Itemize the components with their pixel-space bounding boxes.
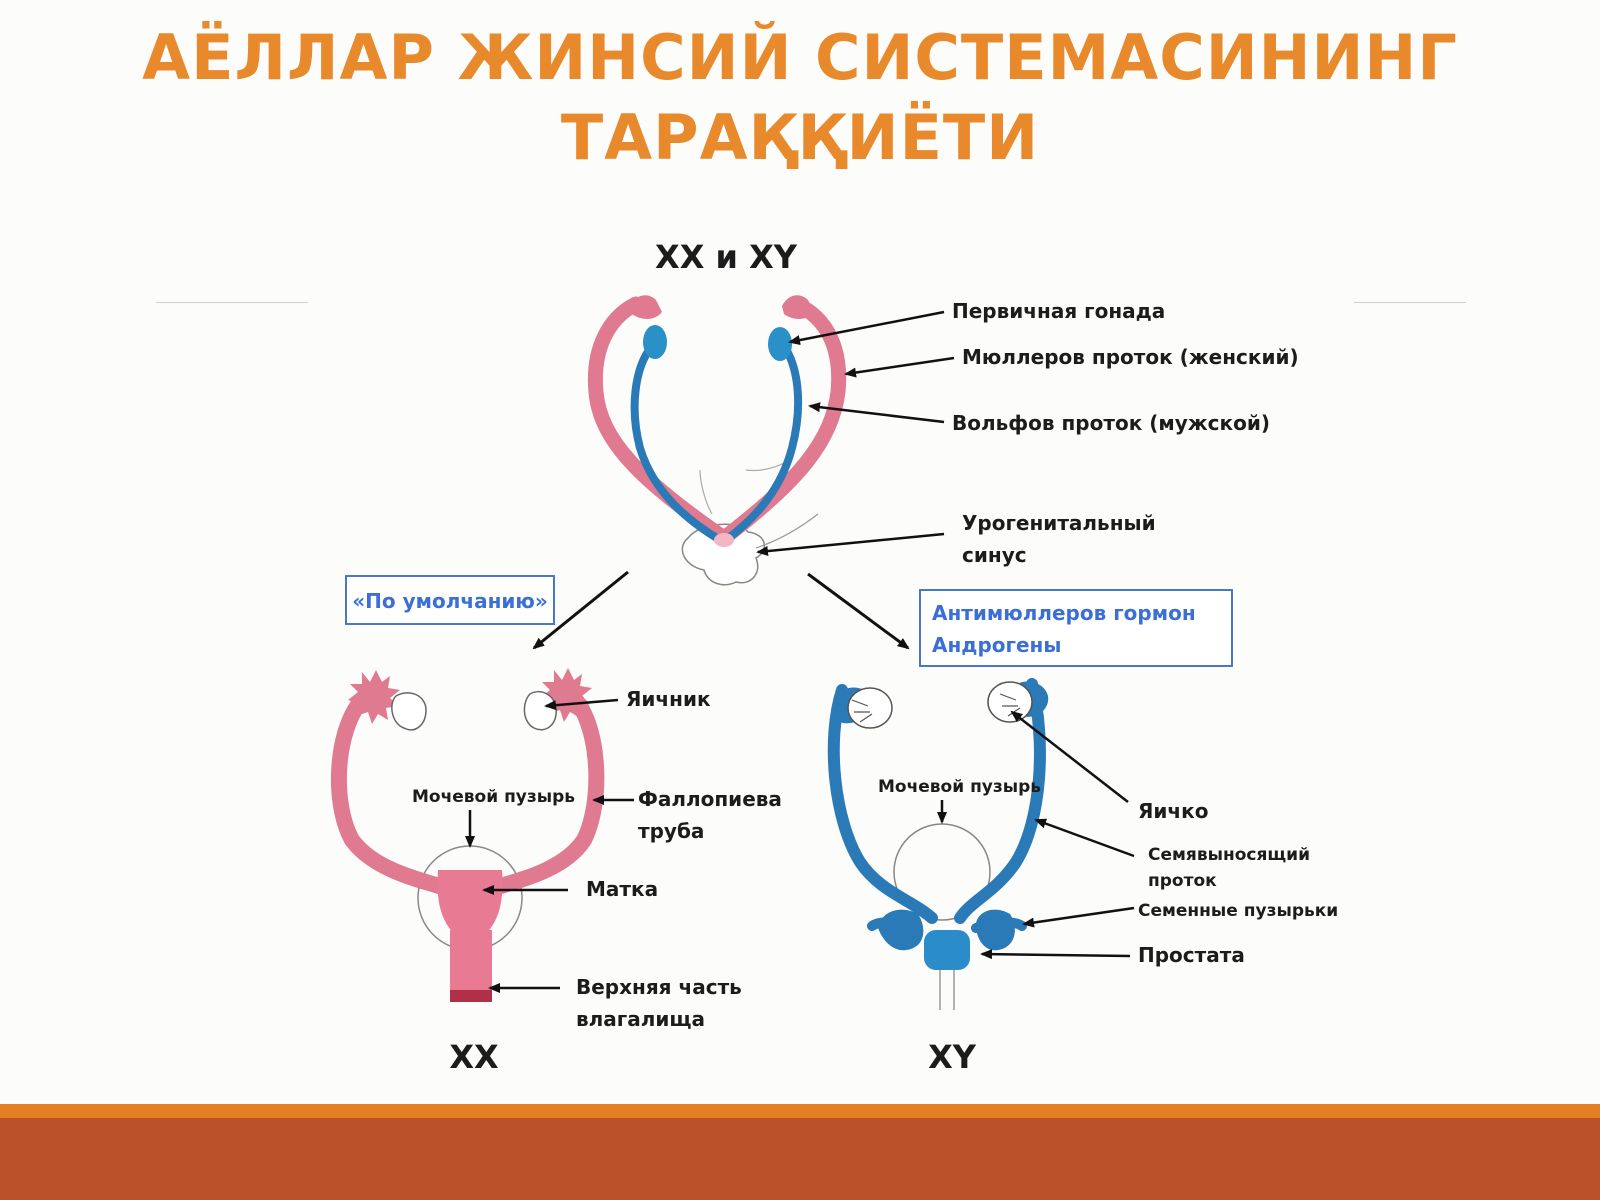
label-upper-vagina-line1: Верхняя часть <box>576 975 742 999</box>
label-upper-vagina-line2: влагалища <box>576 1007 705 1031</box>
pointer-seminal-vesicles <box>1022 906 1135 928</box>
male-caption: XY <box>928 1038 977 1076</box>
label-urogenital-sinus-line1: Урогенитальный <box>962 511 1156 535</box>
pointer-testis <box>1010 710 1129 803</box>
decorative-line-left <box>156 302 308 303</box>
pointer-urogenital-sinus <box>756 532 945 557</box>
top-heading: XX и XY <box>655 238 798 276</box>
footer-accent-stripe <box>0 1104 1600 1118</box>
label-prostate: Простата <box>1138 943 1245 967</box>
male-system-illustration <box>827 678 1049 1010</box>
label-ovary: Яичник <box>626 687 711 711</box>
label-uterus: Матка <box>586 877 658 901</box>
label-primary-gonad: Первичная гонада <box>952 299 1165 323</box>
footer-band <box>0 1104 1600 1200</box>
label-seminal-vesicles: Семенные пузырьки <box>1138 901 1338 921</box>
label-wolffian-duct: Вольфов проток (мужской) <box>952 411 1270 435</box>
hormones-box-line2: Андрогены <box>932 633 1061 657</box>
label-urogenital-sinus-line2: синус <box>962 543 1027 567</box>
default-pathway-text: «По умолчанию» <box>352 589 548 613</box>
label-fallopian-tube-line2: труба <box>638 819 704 843</box>
decorative-line-right <box>1354 302 1466 303</box>
pointer-mullerian-duct <box>844 356 955 378</box>
arrow-to-female <box>532 570 629 650</box>
slide-title: АЁЛЛАР ЖИНСИЙ СИСТЕМАСИНИНГ ТАРАҚҚИЁТИ <box>0 18 1600 178</box>
pointer-ovary <box>544 698 619 711</box>
label-female-bladder: Мочевой пузырь <box>412 787 575 807</box>
female-caption: XX <box>449 1038 499 1076</box>
female-system-illustration <box>330 668 605 1002</box>
label-mullerian-duct: Мюллеров проток (женский) <box>962 345 1299 369</box>
pointer-primary-gonad <box>788 310 945 345</box>
pointer-wolffian-duct <box>808 402 945 424</box>
hormones-box <box>919 589 1233 667</box>
default-pathway-box <box>345 575 555 625</box>
label-vas-deferens-line1: Семявыносящий <box>1148 845 1310 865</box>
label-fallopian-tube-line1: Фаллопиева <box>638 787 782 811</box>
indifferent-stage-illustration <box>587 295 847 586</box>
arrow-to-male <box>807 572 910 650</box>
label-male-bladder: Мочевой пузырь <box>878 777 1041 797</box>
pointer-prostate <box>980 949 1131 960</box>
hormones-box-line1: Антимюллеров гормон <box>932 601 1196 625</box>
label-vas-deferens-line2: проток <box>1148 871 1217 891</box>
slide-title-line1: АЁЛЛАР ЖИНСИЙ СИСТЕМАСИНИНГ <box>142 21 1458 94</box>
slide-title-line2: ТАРАҚҚИЁТИ <box>560 101 1040 174</box>
label-testis: Яичко <box>1138 799 1208 823</box>
pointer-vas-deferens <box>1034 818 1135 858</box>
